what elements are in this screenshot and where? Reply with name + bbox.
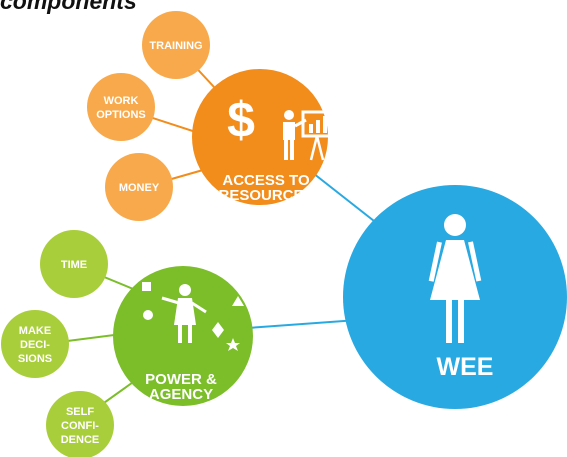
node-make-decisions: MAKE DECI- SIONS: [1, 310, 69, 378]
svg-text:SIONS: SIONS: [18, 353, 52, 365]
woman-icon: [428, 214, 482, 343]
svg-text:WORK: WORK: [104, 95, 139, 107]
agency-label-line1: POWER &: [145, 371, 217, 388]
svg-text:MAKE: MAKE: [19, 325, 51, 337]
presenter-with-chart-icon: [283, 110, 333, 161]
wee-label: WEE: [437, 353, 494, 381]
svg-text:SELF: SELF: [66, 406, 94, 418]
partial-top-text: components: [0, 0, 137, 14]
svg-text:DENCE: DENCE: [61, 434, 100, 446]
svg-text:TRAINING: TRAINING: [149, 40, 202, 52]
resources-label-line1: ACCESS TO: [222, 172, 310, 189]
svg-text:$: $: [227, 92, 255, 148]
node-self-confidence: SELF CONFI- DENCE: [46, 391, 114, 457]
agency-label-line2: AGENCY: [149, 386, 213, 403]
node-money: MONEY: [105, 153, 173, 221]
svg-text:MONEY: MONEY: [119, 182, 160, 194]
svg-text:OPTIONS: OPTIONS: [96, 109, 146, 121]
node-time: TIME: [40, 230, 108, 298]
agency-hub: POWER & AGENCY: [113, 266, 253, 406]
svg-text:CONFI-: CONFI-: [61, 420, 99, 432]
resources-hub: $ ACCESS TO RESOURCES: [192, 69, 333, 205]
node-training: TRAINING: [142, 11, 210, 79]
node-work-options: WORK OPTIONS: [87, 73, 155, 141]
svg-text:TIME: TIME: [61, 259, 87, 271]
dollar-sign-icon: $: [227, 92, 255, 148]
resources-label-line2: RESOURCES: [218, 187, 313, 204]
wee-hub: WEE: [343, 185, 567, 409]
person-juggling-shapes-icon: [142, 282, 244, 351]
svg-text:DECI-: DECI-: [20, 339, 50, 351]
